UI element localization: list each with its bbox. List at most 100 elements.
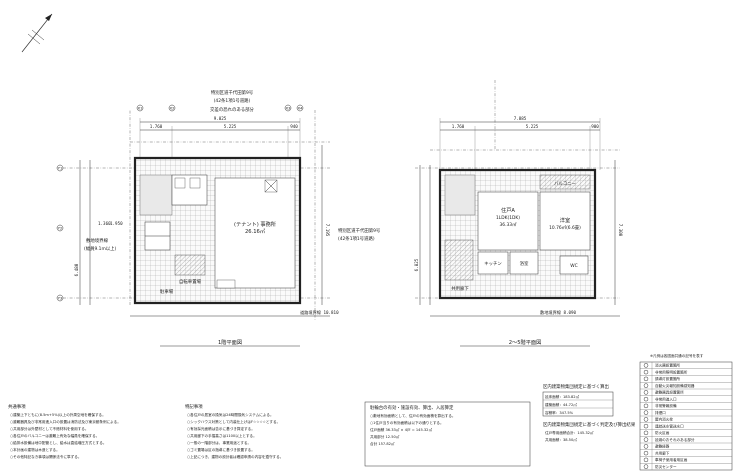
legend-item: 誘導灯設置箇所 [655,376,681,381]
svg-text:共通事項: 共通事項 [8,403,26,410]
svg-text:○本計画の建物は木造とする。: ○本計画の建物は木造とする。 [10,447,60,452]
legend-top-note: ※凡例は各図面共通の記号を表す [650,353,704,358]
dim-height-1: 6.480 [74,263,79,276]
svg-text:区内建築物集団規定に基づく判定及び算出結果: 区内建築物集団規定に基づく判定及び算出結果 [543,421,636,428]
legend-item: 非常警報設備 [655,403,677,408]
dim-height-2-2: 7.300 [618,224,623,237]
shop-label: (テナント) 事務所 [234,220,276,228]
svg-text:住戸専用面積合計：145.32㎡: 住戸専用面積合計：145.32㎡ [545,430,594,435]
legend-item: 共用廊下 [655,450,670,455]
svg-text:○共用部分は外壁材として不燃材料を使用する。: ○共用部分は外壁材として不燃材料を使用する。 [10,426,89,431]
living-label: 洋室 [560,216,570,224]
unit-sub: 1LDK(1DK) [496,215,520,221]
dim-top-2-2: 5.225 [526,124,539,129]
dim-total-top: 9.025 [214,116,227,121]
legend-item: 非常用進入口 [655,396,677,401]
road-top-label: 特別区道千代田第9号 [211,89,254,96]
legend-item: 連結送水管送水口 [655,423,684,428]
notes-special: 特記事項 ○各住戸の居室の換気は24時間換気システムによる。 ○シックハウス対策… [185,403,283,459]
legend-symbol-icon [643,376,649,382]
legend-symbol-icon [643,369,649,375]
corridor-note: 共用廊下 [451,285,469,292]
svg-text:合計 157.82㎡: 合計 157.82㎡ [370,441,395,446]
svg-text:Y2: Y2 [58,226,62,230]
svg-text:建築面積：44.72㎡: 建築面積：44.72㎡ [545,402,577,407]
legend-item: 非常用照明設置箇所 [655,369,688,374]
bike-label: 自転車置場 [179,278,202,285]
legend-item: 消火器設置箇所 [655,363,681,368]
dim-top-2-3: 900 [591,124,599,129]
svg-text:○シックハウス対策として内装仕上げはF☆☆☆☆とする。: ○シックハウス対策として内装仕上げはF☆☆☆☆とする。 [187,419,280,424]
svg-text:○各住戸のバルコニーは避難上有効な幅員を確保する。: ○各住戸のバルコニーは避難上有効な幅員を確保する。 [10,433,99,438]
bottom-note-1: 道路境界線 10.810 [300,309,339,316]
road-left-width: (幅員9.1m以上) [84,245,117,252]
legend-table: ※凡例は各図面共通の記号を表す 消火器設置箇所非常用照明設置箇所誘導灯設置箇所自… [639,353,733,471]
legend-symbol-icon [643,457,649,463]
svg-text:延床面積：183.82㎡: 延床面積：183.82㎡ [545,394,580,399]
svg-text:○ゴミ置場は区の指導に基づき設置する。: ○ゴミ置場は区の指導に基づき設置する。 [187,447,255,452]
legend-symbol-icon [643,417,649,422]
legend-item: 車椅子使用者用区画 [655,457,688,462]
balcony-label: バルコニー [554,181,576,187]
plan-1f: 特別区道千代田第9号 (42条1項1号道路) 交差の恐れのある部分 9.025 … [56,89,381,347]
dim-top-1: 1.760 [150,124,163,129]
notes-calc: 区内建築物集団規定に基づく算出 延床面積：183.82㎡ 建築面積：44.72㎡… [542,383,636,442]
svg-text:○1住戸当りの有効面積は以下の通りとする。: ○1住戸当りの有効面積は以下の通りとする。 [370,420,444,425]
legend-symbol-icon [643,430,649,436]
legend-symbol-icon [643,450,649,456]
kitchen-label: キッチン [484,261,502,267]
svg-text:○共用廊下の手摺高さは1100以上とする。: ○共用廊下の手摺高さは1100以上とする。 [187,433,257,438]
parking-label: 駐車場 [160,288,174,295]
legend-symbol-icon [643,383,649,388]
legend-symbol-icon [643,363,649,368]
plan-2f-title: 2～5階平面図 [509,338,542,346]
legend-item: 避難器具設置箇所 [655,390,684,395]
svg-text:区内建築物集団規定に基づく算出: 区内建築物集団規定に基づく算出 [543,383,609,390]
svg-text:○各住戸の居室の換気は24時間換気システムによる。: ○各住戸の居室の換気は24時間換気システムによる。 [187,412,274,417]
notes-area: 駐輪台の有効・施設有効、算出、入居算定 ○敷地有効面積として、住戸の有効面積を算… [364,401,531,467]
svg-text:X3: X3 [286,106,291,110]
shop-area: 26.16㎡ [245,227,266,235]
svg-text:Y1: Y1 [58,166,62,170]
svg-text:住戸面積 36.33㎡ × 4戸 = 145.32㎡: 住戸面積 36.33㎡ × 4戸 = 145.32㎡ [370,427,432,432]
svg-text:○その他特記なき事項は関係法令に準ずる。: ○その他特記なき事項は関係法令に準ずる。 [10,454,81,459]
legend-item: 自動火災報知設備感知器 [655,383,695,388]
unit-label: 住戸A [501,206,515,214]
legend-item: 屋内消火栓 [655,417,673,422]
legend-item: 防災センター [655,464,677,469]
svg-text:特記事項: 特記事項 [185,403,203,410]
svg-text:○一般の一階部分は、事業用途とする。: ○一般の一階部分は、事業用途とする。 [187,440,251,445]
legend-symbol-icon [643,464,649,469]
svg-text:○給排水設備は地中配管とし、給水は直結増圧方式とする。: ○給排水設備は地中配管とし、給水は直結増圧方式とする。 [10,440,106,445]
legend-symbol-icon [643,410,649,415]
notes-general: 共通事項 ○建築上下ともに(8.5m+5%)以上の外周空地を確保する。 ○避難器… [8,403,121,459]
living-area: 10.76㎡(6.6畳) [549,224,581,231]
svg-text:Y3: Y3 [58,296,62,300]
north-arrow-icon [21,13,53,53]
legend-item: 避難経路 [655,444,670,449]
axis-markers: X1 X2 X3 X4 Y1 Y2 Y3 [56,104,304,302]
road-right-label: 特別区道千代田第9号 [338,227,381,234]
svg-text:○建築上下ともに(8.5m+5%)以上の外周空地を確保する。: ○建築上下ともに(8.5m+5%)以上の外周空地を確保する。 [10,412,106,417]
svg-text:共用部分 12.50㎡: 共用部分 12.50㎡ [370,434,400,439]
legend-item: 防火区画 [655,430,670,435]
legend-symbol-icon [643,437,649,442]
svg-text:○上記につき、建物の設計者は確認申請の内容を遵守する。: ○上記につき、建物の設計者は確認申請の内容を遵守する。 [187,454,283,459]
legend-item: 排煙口 [655,410,666,415]
svg-text:X2: X2 [170,106,175,110]
bath-label: 浴室 [520,260,529,267]
dim-height-2-1: 6.825 [414,258,419,271]
legend-item: 延焼のおそれのある部分 [655,437,695,442]
legend-symbol-icon [643,390,649,395]
dim-left-1: 1.360 [98,221,111,226]
svg-text:○有効採光面積は告示に基づき算定する。: ○有効採光面積は告示に基づき算定する。 [187,426,255,431]
road-right-width: (42条1項1号道路) [338,235,375,242]
unit-area: 36.33㎡ [500,221,518,228]
wc-label: WC [570,263,577,269]
legend-symbol-icon [643,444,649,449]
dim-top-3: 940 [290,124,298,129]
svg-text:容積率：347.5%: 容積率：347.5% [545,410,574,415]
bottom-note-2: 敷地境界線 8.090 [540,309,577,316]
legend-symbol-icon [643,403,649,409]
